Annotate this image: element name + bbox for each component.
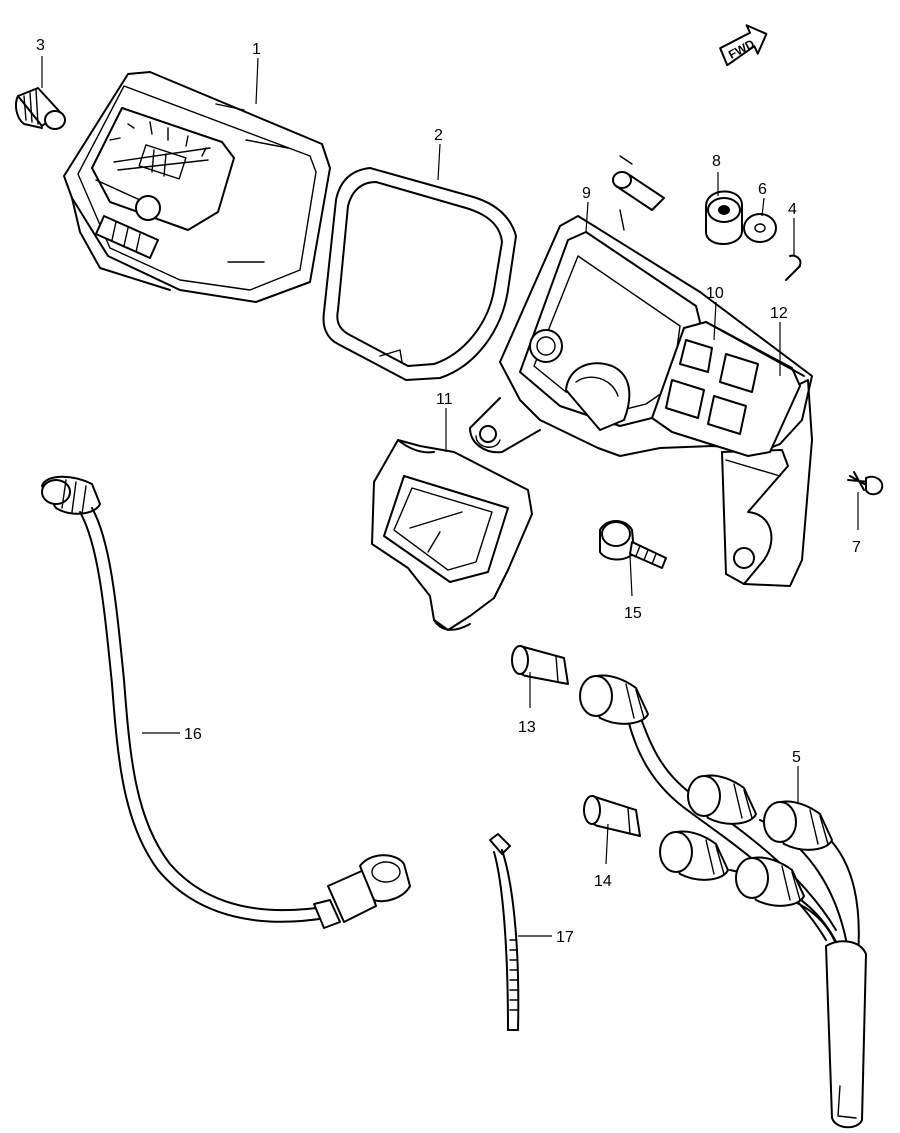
callout-4: 4 xyxy=(788,201,797,218)
part-15-bolt xyxy=(599,520,667,569)
part-10-indicator-block xyxy=(651,321,805,457)
part-11-indicator-lens xyxy=(371,439,533,631)
leader-lines xyxy=(41,56,859,937)
part-2-gasket xyxy=(322,167,517,381)
part-3-knob xyxy=(15,87,66,130)
callout-5: 5 xyxy=(792,749,801,766)
part-1-speedometer xyxy=(63,71,331,303)
part-14-bulb xyxy=(583,795,641,837)
forward-arrow-icon: FWD xyxy=(719,24,768,67)
part-4-clip xyxy=(785,254,802,281)
callout-1: 1 xyxy=(252,41,261,58)
callout-12: 12 xyxy=(770,305,788,322)
part-16-speedometer-cable xyxy=(41,475,411,929)
callout-16: 16 xyxy=(184,726,202,743)
callout-17: 17 xyxy=(556,929,574,946)
callout-14: 14 xyxy=(594,873,612,890)
callout-10: 10 xyxy=(706,285,724,302)
callout-9: 9 xyxy=(582,185,591,202)
part-13-bulb xyxy=(511,645,569,685)
callout-15: 15 xyxy=(624,605,642,622)
part-5-wiring-harness xyxy=(579,674,867,1129)
callout-13: 13 xyxy=(518,719,536,736)
callout-11: 11 xyxy=(436,391,453,408)
part-pin xyxy=(612,155,665,231)
callout-3: 3 xyxy=(36,37,45,54)
part-8-grommet xyxy=(705,190,743,245)
part-7-screw xyxy=(847,471,884,496)
callout-2: 2 xyxy=(434,127,443,144)
callout-6: 6 xyxy=(758,181,767,198)
callout-8: 8 xyxy=(712,153,721,170)
part-17-cable-tie xyxy=(489,833,520,1031)
part-6-washer xyxy=(743,213,777,243)
callout-7: 7 xyxy=(852,539,861,556)
callout-labels: 3 1 2 9 8 6 4 10 12 11 7 15 13 16 5 14 1… xyxy=(36,37,861,946)
